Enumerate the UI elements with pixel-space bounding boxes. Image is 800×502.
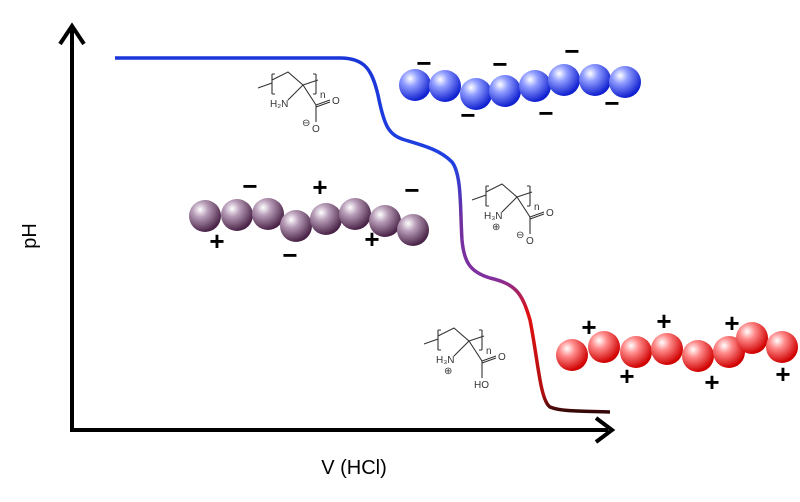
monomer-bead [489,75,521,107]
plus-charge-icon: + [312,172,327,202]
monomer-bead [682,340,714,372]
monomer-bead [651,333,683,365]
repeat-unit-label: n [320,90,326,101]
minus-charge-icon: − [538,98,553,128]
monomer-bead [310,203,342,235]
plus-charge-icon: + [581,312,596,342]
minus-charge-icon: − [404,175,419,205]
monomer-bead [189,200,221,232]
monomer-bead [519,70,551,102]
monomer-bead [252,198,284,230]
side-bond [501,196,545,234]
monomer-bead [429,70,461,102]
anionic-chain: −−−−−− [399,36,641,130]
plus-charge-icon: + [656,306,671,336]
monomer-bead [548,64,580,96]
zwitterionic-chain: −−−+++ [189,171,429,270]
amine-label: H₃N [436,355,455,366]
positive-charge-icon: ⊕ [492,222,500,233]
repeat-unit-label: n [486,346,492,357]
axes: pH V (HCl) [19,22,616,479]
backbone-bond [423,327,485,351]
monomer-bead [609,66,641,98]
carbonyl-oxygen-label: O [498,352,506,363]
minus-charge-icon: − [604,88,619,118]
repeat-unit-label: n [534,202,540,213]
minus-charge-icon: − [492,49,507,79]
hydroxyl-oxygen-label: O [526,236,534,247]
monomer-bead [397,214,429,246]
monomer-bead [713,336,745,368]
minus-charge-icon: − [564,36,579,66]
minus-charge-icon: − [460,100,475,130]
x-axis-label: V (HCl) [321,457,387,479]
titration-curve [115,56,611,414]
minus-charge-icon: − [242,171,257,201]
side-bond [287,84,331,122]
monomer-bead [280,210,312,242]
minus-charge-icon: − [282,240,297,270]
plus-charge-icon: + [704,367,719,397]
hydroxyl-oxygen-label: O [312,124,320,135]
monomer-bead [736,322,768,354]
monomer-bead [588,331,620,363]
amine-label: H₂N [270,99,288,110]
minus-charge-icon: − [416,48,431,78]
negative-charge-icon: ⊖ [302,118,310,129]
plus-charge-icon: + [209,226,224,256]
positive-charge-icon: ⊕ [444,366,452,377]
monomer-bead [620,336,652,368]
monomer-bead [369,205,401,237]
backbone-bond [257,71,319,95]
x-axis-arrow-icon [594,416,616,444]
carbonyl-oxygen-label: O [546,208,554,219]
plus-charge-icon: + [619,361,634,391]
hydroxyl-oxygen-label: HO [474,380,489,391]
monomer-bead [579,64,611,96]
y-axis-arrow-icon [58,22,86,46]
monomer-bead [399,69,431,101]
y-axis-label: pH [19,223,41,249]
amine-label: H₃N [484,211,503,222]
plus-charge-icon: + [364,224,379,254]
plus-charge-icon: + [775,359,790,389]
side-bond [453,340,497,378]
monomer-bead [766,331,798,363]
monomer-bead [339,198,371,230]
monomer-bead [556,339,588,371]
backbone-bond [471,183,533,207]
carbonyl-oxygen-label: O [332,96,340,107]
negative-charge-icon: ⊖ [516,230,524,241]
cationic-chain: ++++++ [556,306,798,397]
monomer-bead [221,199,253,231]
monomer-bead [460,78,492,110]
plus-charge-icon: + [724,308,739,338]
